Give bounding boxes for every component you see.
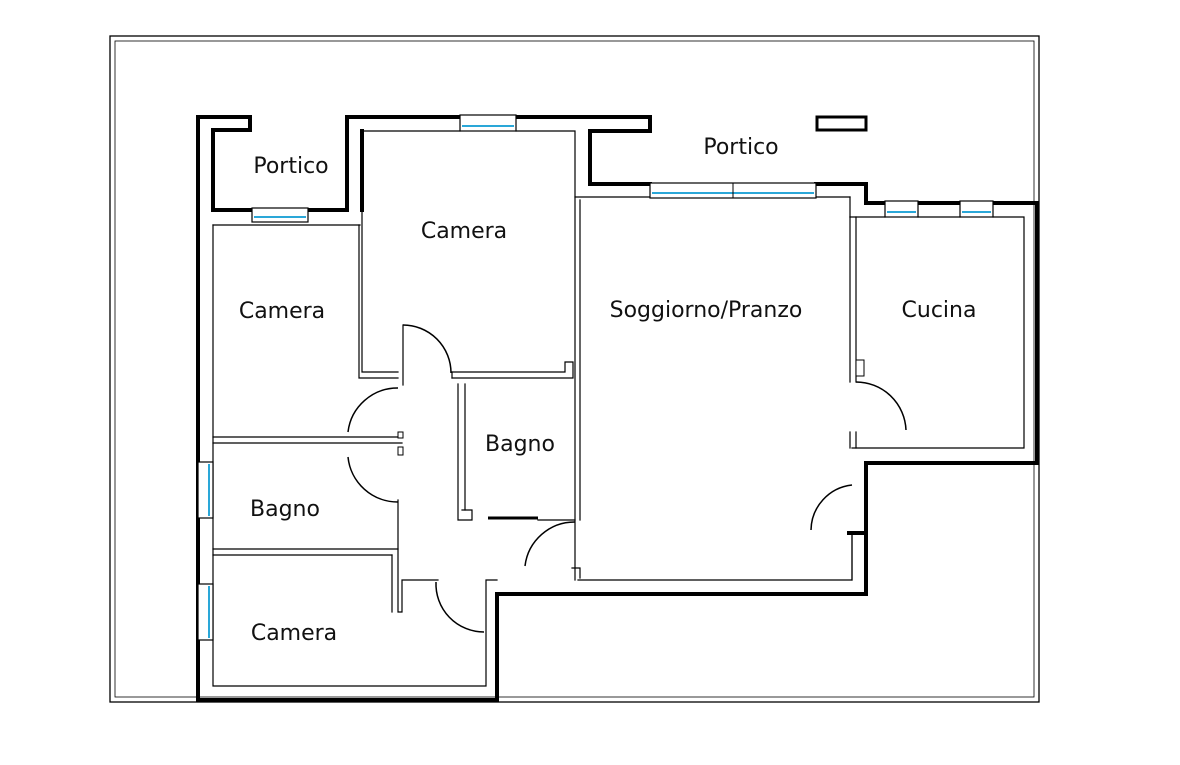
interior-walls bbox=[212, 196, 865, 613]
room-label-camera-top: Camera bbox=[421, 219, 507, 244]
room-label-camera-bottom: Camera bbox=[251, 621, 337, 646]
room-label-portico-left: Portico bbox=[253, 154, 328, 179]
room-label-camera-left: Camera bbox=[239, 299, 325, 324]
window-cucina-2 bbox=[959, 200, 994, 218]
window-bagno1 bbox=[197, 461, 214, 519]
room-label-cucina: Cucina bbox=[902, 298, 977, 323]
outer-walls bbox=[196, 115, 1039, 702]
room-label-bagno-center: Bagno bbox=[485, 432, 555, 457]
room-label-portico-right: Portico bbox=[703, 135, 778, 160]
room-label-soggiorno: Soggiorno/Pranzo bbox=[610, 298, 803, 323]
room-labels: Portico Portico Camera Camera Camera Sog… bbox=[239, 135, 977, 646]
window-camera3 bbox=[197, 583, 214, 641]
window-cucina-1 bbox=[884, 200, 919, 218]
window-soggiorno bbox=[649, 182, 817, 199]
windows bbox=[197, 114, 994, 641]
window-camera1 bbox=[251, 207, 309, 223]
doors bbox=[347, 324, 907, 633]
room-label-bagno-left: Bagno bbox=[250, 497, 320, 522]
window-camera2 bbox=[459, 114, 517, 132]
